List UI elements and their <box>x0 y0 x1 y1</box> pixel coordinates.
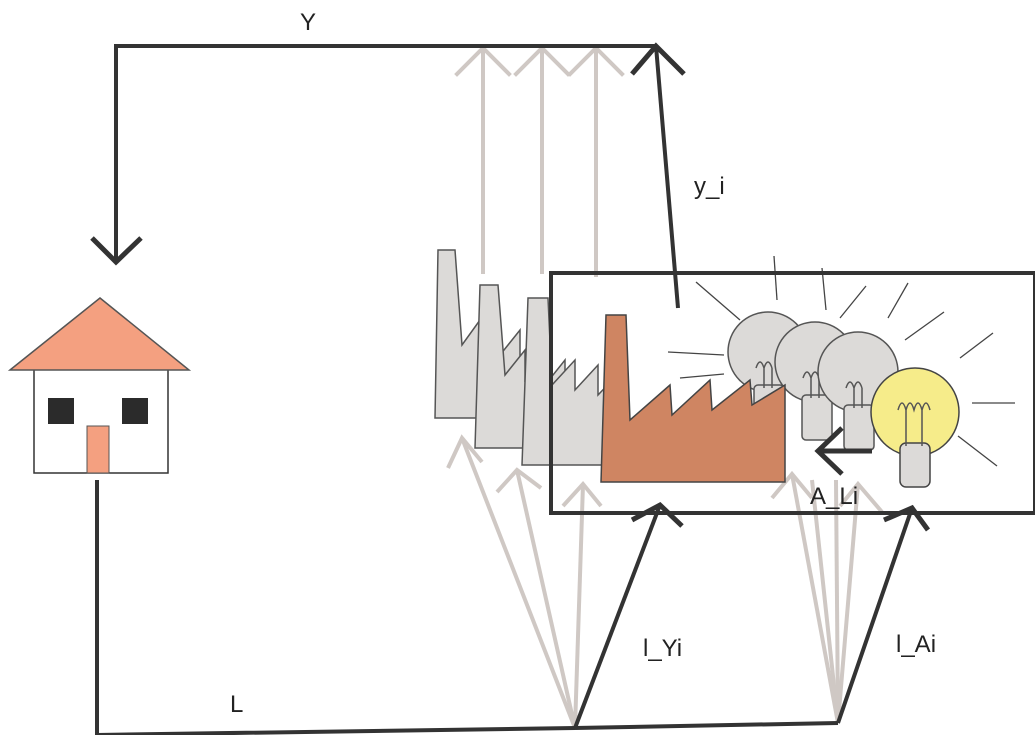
main-flow-loop <box>90 42 931 735</box>
faded-output-arrows <box>454 45 625 277</box>
household-to-bottom-line <box>95 480 576 735</box>
faded-labor-arrows-bulbs <box>770 470 884 724</box>
labor-to-goods-sector <box>573 504 662 729</box>
label-y: Y <box>300 9 316 36</box>
faded-factories <box>434 249 621 466</box>
label-l-ai: l_Ai <box>896 631 936 658</box>
sector-box <box>549 271 1035 515</box>
label-l-yi: l_Yi <box>643 635 682 662</box>
a-li-arrow <box>814 426 872 476</box>
label-y-i: y_i <box>694 173 725 200</box>
label-a-li: A_Li <box>810 483 858 510</box>
lightbulb-icon <box>870 367 960 488</box>
output-y-i-line <box>654 45 680 309</box>
faded-labor-arrows-factories <box>446 434 603 729</box>
labor-to-lights-sector <box>836 507 914 724</box>
factory-icon <box>600 314 786 483</box>
y-top-line <box>114 44 656 262</box>
bottom-line-right <box>574 721 839 730</box>
house-icon <box>7 297 192 474</box>
label-l: L <box>230 691 243 718</box>
bulb-rays <box>667 255 1015 467</box>
